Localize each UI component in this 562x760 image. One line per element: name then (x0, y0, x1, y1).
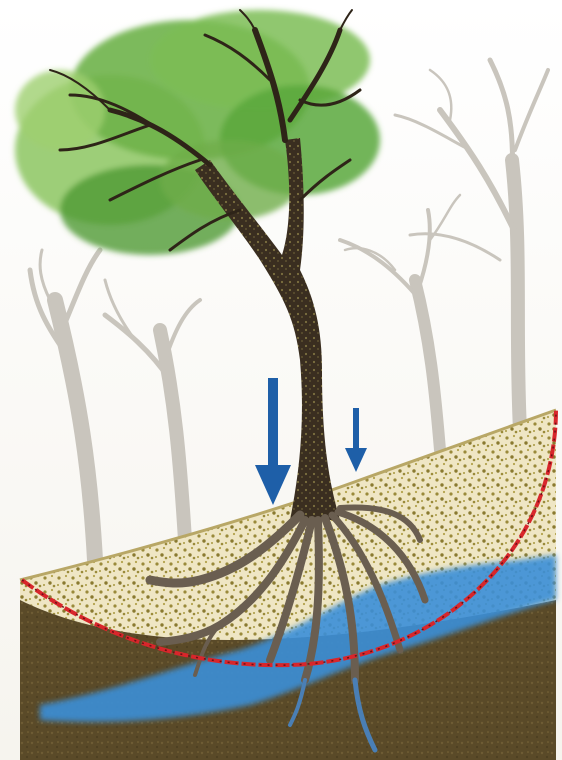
tree-root-illustration (0, 0, 562, 760)
